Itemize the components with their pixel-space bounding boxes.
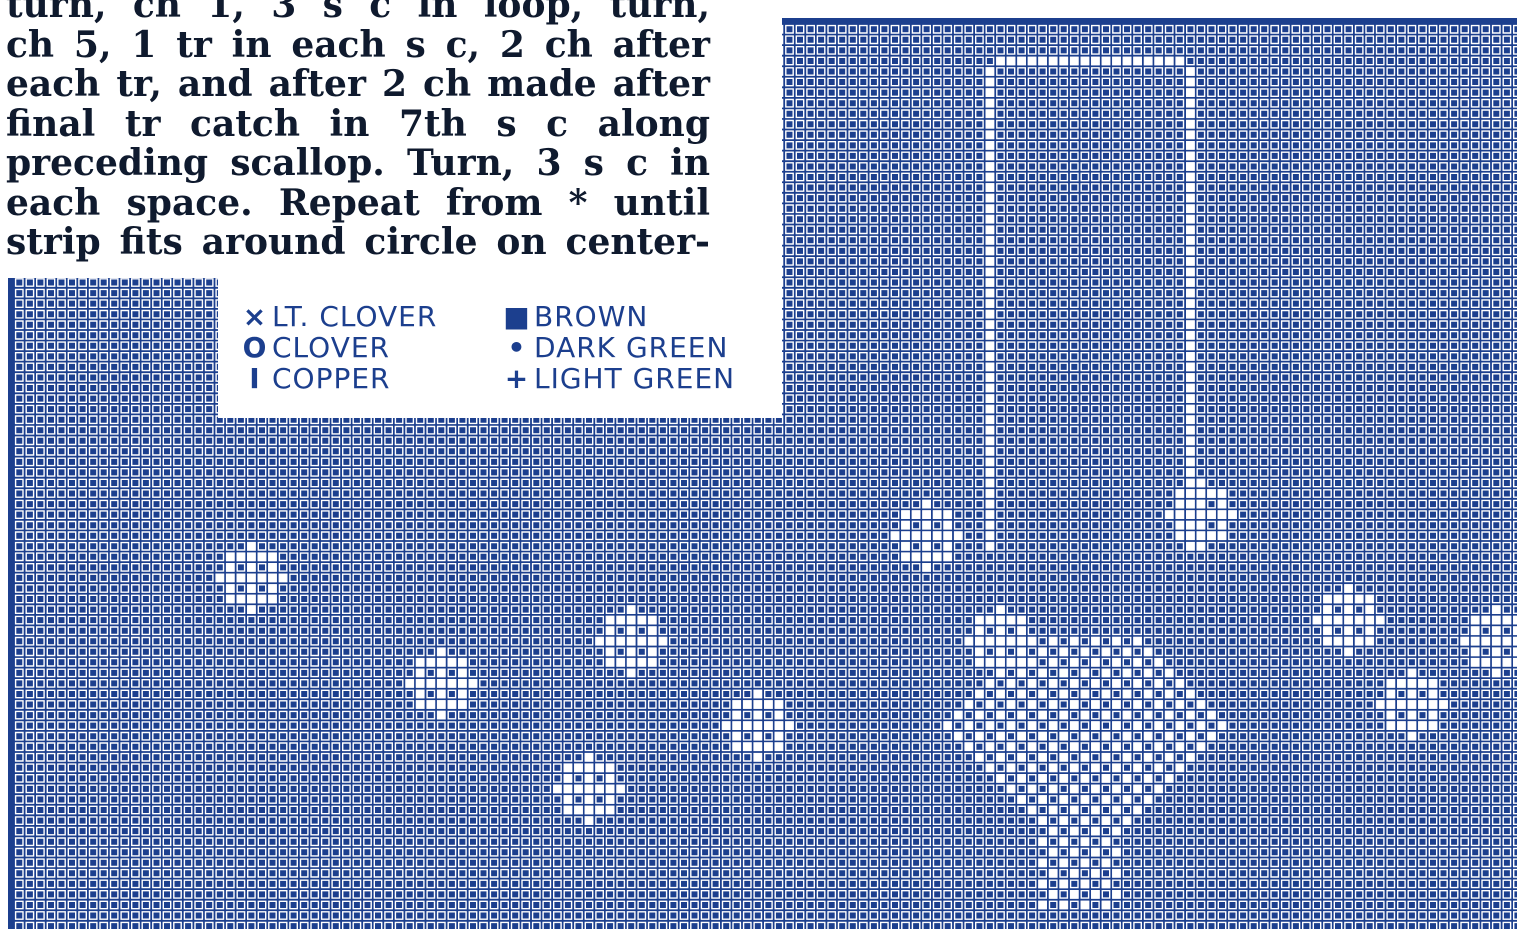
legend-label: LT. CLOVER (272, 300, 437, 333)
circle-mark-icon: O (238, 331, 272, 364)
x-mark-icon: × (238, 300, 272, 333)
dot-mark-icon: • (500, 331, 534, 364)
legend-label: DARK GREEN (534, 331, 728, 364)
legend-label: CLOVER (272, 331, 390, 364)
legend-item-clover: O CLOVER (238, 331, 390, 364)
legend-item-dark-green: • DARK GREEN (500, 331, 728, 364)
bar-mark-icon: I (238, 362, 272, 395)
plus-mark-icon: + (500, 362, 534, 395)
filled-square-icon: ■ (500, 300, 534, 333)
legend-item-light-green: + LIGHT GREEN (500, 362, 735, 395)
legend-label: LIGHT GREEN (534, 362, 735, 395)
legend-label: BROWN (534, 300, 648, 333)
legend-label: COPPER (272, 362, 391, 395)
legend-item-brown: ■ BROWN (500, 300, 648, 333)
legend-item-copper: I COPPER (238, 362, 391, 395)
legend-item-lt-clover: × LT. CLOVER (238, 300, 437, 333)
stitch-legend: × LT. CLOVER O CLOVER I COPPER ■ BROWN •… (238, 300, 778, 400)
